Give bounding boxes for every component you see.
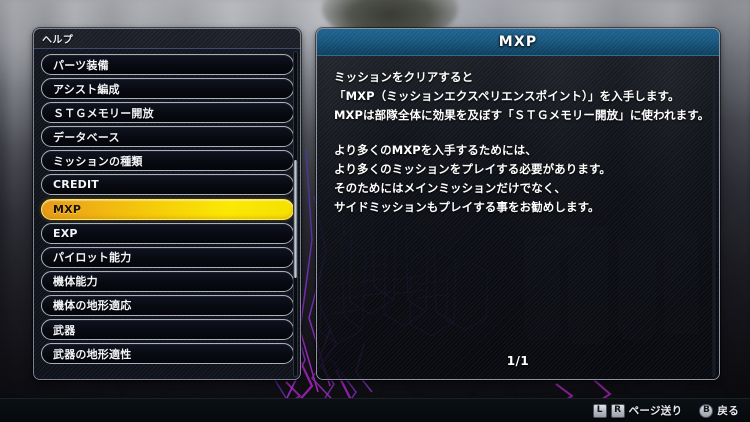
help-topic-label: ミッションの種類 xyxy=(53,154,143,168)
sidebar-scrollbar[interactable] xyxy=(293,51,298,377)
help-content-panel: MXP ミッションをクリアすると「MXP（ミッションエクスペリエンスポイント）」… xyxy=(316,28,720,380)
help-topic-item-selected[interactable]: MXP xyxy=(41,198,294,220)
help-topic-item[interactable]: 機体の地形適応 xyxy=(41,294,294,316)
help-topic-label: EXP xyxy=(53,226,78,240)
content-line: より多くのMXPを入手するためには、 xyxy=(334,143,537,157)
content-body: ミッションをクリアすると「MXP（ミッションエクスペリエンスポイント）」を入手し… xyxy=(317,56,719,379)
content-paragraph: より多くのMXPを入手するためには、より多くのミッションをプレイする必要がありま… xyxy=(334,141,703,217)
help-topic-item[interactable]: パーツ装備 xyxy=(41,54,294,75)
help-sidebar-panel: ヘルプ パーツ装備アシスト編成 ＳＴＧメモリー開放データベースミッションの種類 CR… xyxy=(33,28,301,380)
content-description-text: ミッションをクリアすると「MXP（ミッションエクスペリエンスポイント）」を入手し… xyxy=(334,68,710,217)
content-line: そのためにはメインミッションだけでなく、 xyxy=(334,181,566,195)
help-topic-label: アシスト編成 xyxy=(53,82,120,96)
sidebar-header: ヘルプ xyxy=(34,29,300,49)
help-topic-item[interactable]: 武器 xyxy=(41,319,294,341)
help-topic-item[interactable]: アシスト編成 xyxy=(41,78,294,100)
help-topic-label: 機体能力 xyxy=(53,275,98,289)
help-topic-label: MXP xyxy=(53,202,82,216)
help-topic-item[interactable]: ミッションの種類 xyxy=(41,150,294,172)
button-prompt-label: 戻る xyxy=(717,405,739,417)
content-line: MXPは部隊全体に効果を及ぼす「ＳＴＧメモリー開放」に使われます。 xyxy=(334,108,710,122)
help-topic-item[interactable]: データベース xyxy=(41,126,294,148)
help-topic-label: ＳＴＧメモリー開放 xyxy=(53,106,154,120)
content-line: サイドミッションもプレイする事をお勧めします。 xyxy=(334,200,600,214)
content-scrollbar[interactable] xyxy=(712,59,716,377)
help-topic-label: パーツ装備 xyxy=(53,58,109,72)
help-topic-list: パーツ装備アシスト編成 ＳＴＧメモリー開放データベースミッションの種類 CREDIT… xyxy=(41,54,294,365)
content-header-texture xyxy=(317,29,719,55)
help-topic-label: データベース xyxy=(53,130,120,144)
help-topic-label: 武器の地形適性 xyxy=(53,347,132,361)
help-topic-label: CREDIT xyxy=(53,178,99,192)
sidebar-body: パーツ装備アシスト編成 ＳＴＧメモリー開放データベースミッションの種類 CREDIT… xyxy=(34,49,300,379)
button-glyph-l-icon: L xyxy=(592,403,607,418)
help-topic-label: 武器 xyxy=(53,323,76,337)
button-prompt-label: ページ送り xyxy=(628,405,683,417)
page-indicator: 1/1 xyxy=(506,354,530,368)
button-glyph-b-icon: B xyxy=(699,403,714,418)
sidebar-header-texture xyxy=(34,29,300,48)
content-line: より多くのミッションをプレイする必要があります。 xyxy=(334,162,612,176)
content-title: MXP xyxy=(498,34,538,50)
content-header: MXP xyxy=(317,29,719,56)
help-topic-item[interactable]: CREDIT xyxy=(41,174,294,196)
help-topic-item[interactable]: 機体能力 xyxy=(41,270,294,292)
content-line: ミッションをクリアすると xyxy=(334,70,474,84)
help-topic-label: パイロット能力 xyxy=(53,251,132,265)
help-topic-item[interactable]: 武器の地形適性 xyxy=(41,343,294,365)
help-topic-item[interactable]: EXP xyxy=(41,222,294,244)
help-topic-item[interactable]: パイロット能力 xyxy=(41,246,294,268)
content-paragraph: ミッションをクリアすると「MXP（ミッションエクスペリエンスポイント）」を入手し… xyxy=(334,68,710,125)
sidebar-title: ヘルプ xyxy=(42,35,74,46)
help-topic-item[interactable]: ＳＴＧメモリー開放 xyxy=(41,102,294,124)
help-topic-label: 機体の地形適応 xyxy=(53,299,132,313)
sidebar-scrollbar-thumb[interactable] xyxy=(294,160,297,278)
button-glyph-r-icon: R xyxy=(610,403,625,418)
content-line: 「MXP（ミッションエクスペリエンスポイント）」を入手します。 xyxy=(334,89,680,103)
